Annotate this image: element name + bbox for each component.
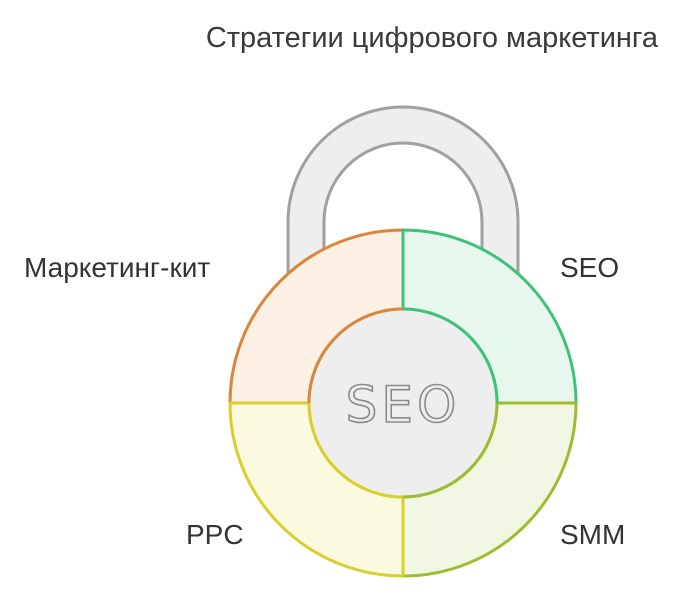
padlock-shackle bbox=[286, 105, 520, 274]
center-ring-top-left bbox=[307, 307, 404, 404]
center-disc bbox=[309, 309, 497, 497]
label-ppc: PPC bbox=[186, 519, 244, 550]
label-marketing-kit: Маркетинг-кит bbox=[24, 252, 211, 283]
center-ring-bottom-left bbox=[307, 402, 404, 499]
diagram-title: Стратегии цифрового маркетинга bbox=[205, 22, 658, 54]
label-seo: SEO bbox=[560, 252, 620, 283]
center-ring-top-right bbox=[402, 307, 499, 404]
label-smm: SMM bbox=[560, 519, 626, 550]
center-seo-logo: SEO bbox=[346, 376, 461, 434]
center-ring-bottom-right bbox=[402, 402, 499, 499]
